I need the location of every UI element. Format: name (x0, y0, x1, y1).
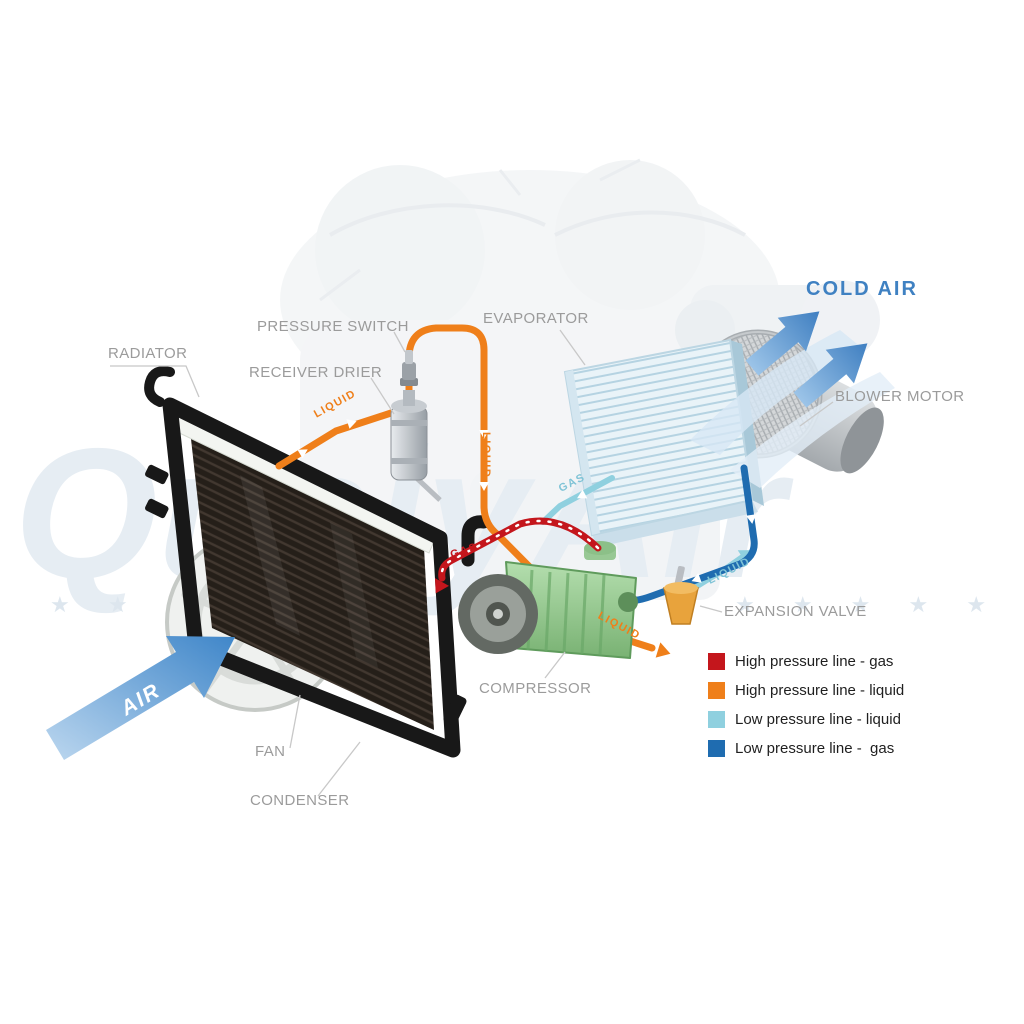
legend-item: Low pressure line - liquid (708, 711, 904, 728)
expansion-valve (663, 565, 699, 625)
pipe-label-liquid-condenser: LIQUID (311, 387, 359, 421)
compressor-label: COMPRESSOR (479, 680, 592, 697)
watermark-stars-right: ★ ★ ★ ★ ★ (735, 592, 1003, 617)
leader-lines (110, 329, 834, 797)
legend-label: Low pressure line - gas (735, 740, 895, 757)
pipe-label-liquid-evaporator: LIQUID (705, 555, 753, 587)
legend-label: High pressure line - gas (735, 653, 894, 670)
receiver-drier-label: RECEIVER DRIER (249, 364, 383, 381)
receiver-drier (390, 350, 442, 502)
legend-swatch-high-liquid (708, 682, 725, 699)
high-pressure-liquid-pipe (275, 324, 656, 652)
condenser-top-fitting (144, 366, 175, 407)
evaporator (563, 338, 764, 547)
legend-swatch-high-gas (708, 653, 725, 670)
compressor (458, 541, 638, 659)
legend-item: High pressure line - gas (708, 653, 904, 670)
pipe-label-gas-evaporator: GAS (556, 471, 588, 495)
cold-air-arrows (745, 311, 868, 408)
pipe-label-liquid-drop: LIQUID (480, 432, 492, 479)
pressure-switch (400, 350, 418, 386)
high-pressure-gas-pipe (435, 517, 602, 594)
legend-label: High pressure line - liquid (735, 682, 905, 699)
legend-swatch-low-gas (708, 740, 725, 757)
radiator-label: RADIATOR (108, 345, 188, 362)
legend-label: Low pressure line - liquid (735, 711, 901, 728)
blower-motor-label: BLOWER MOTOR (835, 388, 965, 405)
legend-item: High pressure line - liquid (708, 682, 904, 699)
fan-label: FAN (255, 743, 286, 760)
legend: High pressure line - gas High pressure l… (708, 653, 904, 769)
legend-item: Low pressure line - gas (708, 740, 904, 757)
pressure-switch-label: PRESSURE SWITCH (257, 318, 409, 335)
condenser (144, 366, 491, 758)
expansion-valve-label: EXPANSION VALVE (724, 603, 867, 620)
cold-air-label: COLD AIR (806, 278, 918, 300)
air-arrow (46, 636, 235, 760)
pipe-label-gas-compressor: GAS (448, 540, 480, 562)
condenser-label: CONDENSER (250, 792, 350, 809)
cold-air-streaks (690, 330, 895, 488)
compressor-pulley (458, 574, 538, 654)
pipe-label-liquid-valve: LIQUID (595, 609, 643, 643)
condenser-inlet-pipe (461, 515, 491, 567)
air-label: AIR (116, 678, 165, 721)
legend-swatch-low-liquid (708, 711, 725, 728)
evaporator-label: EVAPORATOR (483, 310, 589, 327)
